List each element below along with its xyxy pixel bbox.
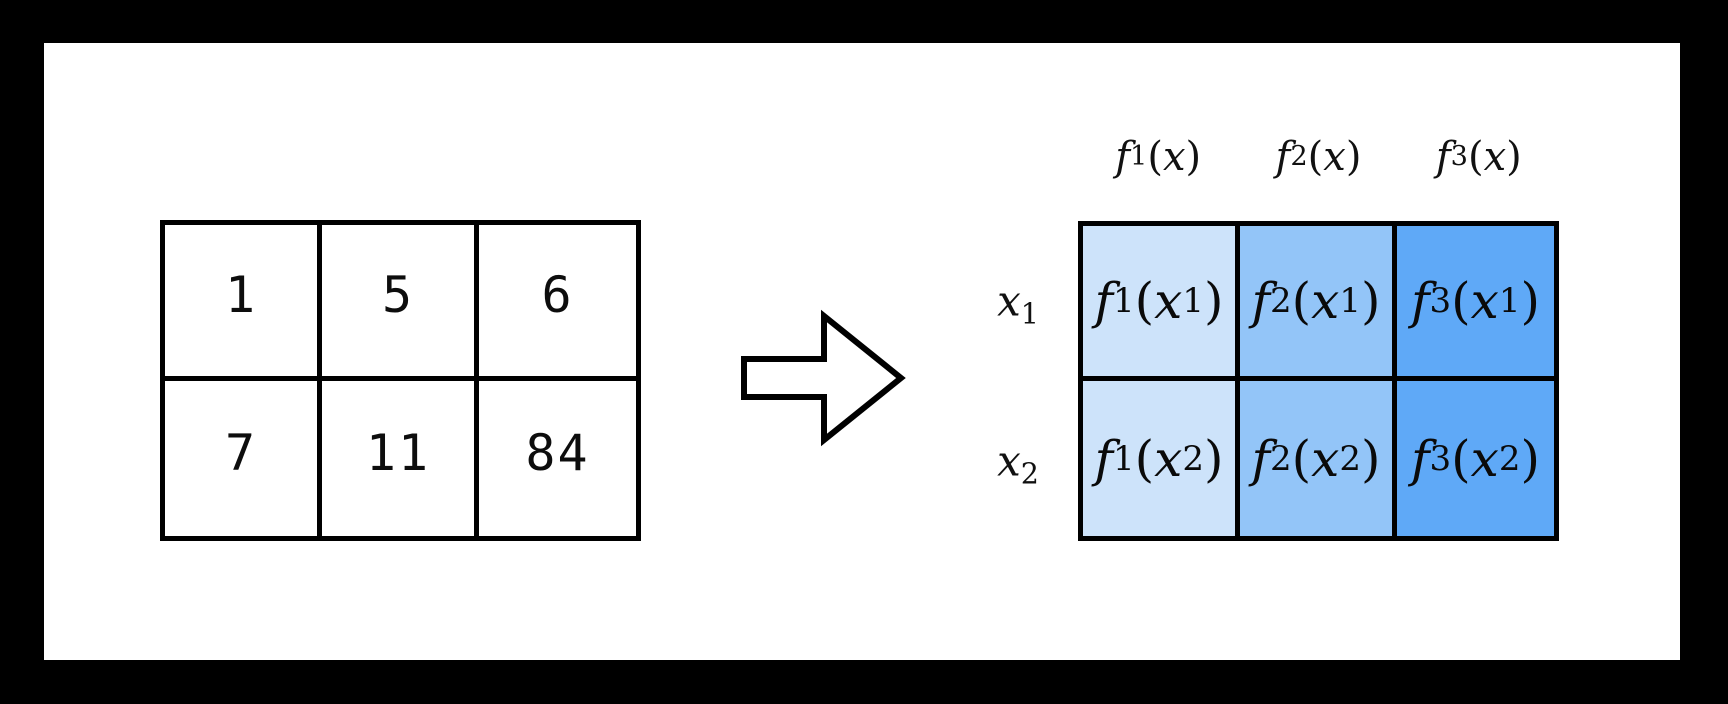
input-cell: 5 (322, 225, 479, 381)
input-cell: 1 (165, 225, 322, 381)
input-cell: 84 (525, 424, 590, 483)
row-label: x1 (997, 276, 1039, 331)
input-cell: 11 (322, 380, 479, 536)
input-cell: 6 (479, 225, 636, 381)
input-cell: 7 (165, 380, 322, 536)
arrow-right-icon (738, 308, 908, 448)
input-table: 1 5 6 7 11 84 (160, 220, 641, 541)
row-label: x2 (997, 436, 1039, 491)
